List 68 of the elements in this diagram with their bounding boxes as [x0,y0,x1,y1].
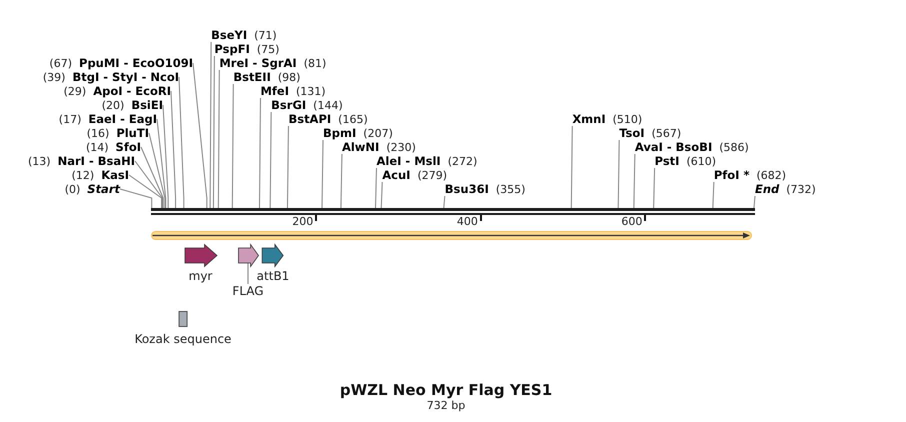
scale-label: 200 [292,215,314,228]
enzyme-label: AvaI - BsoBI (586) [634,140,749,154]
leader-line [380,182,383,208]
enzyme-label: (20) BsiEI [102,98,163,112]
leader-line [712,182,714,208]
leader-line [210,42,212,208]
leader-line [270,112,272,208]
enzyme-label: (0) Start [64,182,120,196]
leader-line [618,140,620,208]
enzyme-label: MfeI (131) [260,84,326,98]
scale-label: 600 [621,215,642,228]
enzyme-label: MreI - SgrAI (81) [219,56,326,70]
enzyme-label: BpmI (207) [323,126,393,140]
leader-line [443,196,446,208]
enzyme-label: AcuI (279) [382,168,448,182]
enzyme-label: (67) PpuMI - EcoO109I [49,56,193,70]
highlighted-span-bar [151,231,752,240]
leader-line [375,168,377,208]
enzyme-label: TsoI (567) [619,126,682,140]
leader-line [570,126,573,208]
leader-line [653,168,656,208]
leader-line [340,154,342,208]
leader-line [754,196,756,208]
enzyme-label: (17) EaeI - EagI [58,112,157,126]
enzyme-label: XmnI (510) [572,112,642,126]
enzyme-label: BsrGI (144) [271,98,343,112]
enzyme-label: BstAPI (165) [288,112,368,126]
enzyme-label: PfoI * (682) [714,168,786,182]
leader-line [120,188,152,208]
feature-label: FLAG [232,284,264,298]
enzyme-label: BseYI (71) [211,28,277,42]
enzyme-label: (13) NarI - BsaHI [28,154,135,168]
feature-block [238,244,259,267]
feature-label: myr [188,269,212,283]
leader-line [258,98,261,208]
enzyme-label: (16) PluTI [86,126,149,140]
leader-line [170,90,176,208]
enzyme-label: PspFI (75) [214,42,280,56]
enzyme-label: PstI (610) [654,154,716,168]
scale-label: 400 [456,215,478,228]
leader-line [232,84,234,208]
enzyme-label: AlwNI (230) [342,140,416,154]
leader-line [633,154,636,208]
leader-line [322,140,324,208]
enzyme-label: (12) KasI [72,168,129,182]
title: pWZL Neo Myr Flag YES1 [340,382,552,399]
leader-line [218,70,220,208]
enzyme-label: AleI - MslI (272) [376,154,478,168]
enzyme-label: BstEII (98) [233,70,300,84]
enzyme-label: End (732) [754,182,816,196]
leader-line [128,174,162,208]
leader-line [212,56,215,208]
leader-line [134,160,163,208]
enzyme-label: (39) BtgI - StyI - NcoI [42,70,179,84]
leader-line [192,62,208,208]
caption: 732 bp [426,399,466,412]
leader-line [178,76,184,208]
feature-label: Kozak sequence [134,332,232,346]
leader-line [148,132,166,208]
enzyme-label: Bsu36I (355) [444,182,526,196]
enzyme-label: (14) SfoI [86,140,141,154]
leader-line [286,126,289,208]
enzyme-label: (29) ApoI - EcoRI [64,84,171,98]
leader-line [156,118,166,208]
sequence-backbone [151,208,755,215]
leader-line [162,104,169,208]
feature-label: attB1 [256,269,290,283]
leader-line [140,146,164,208]
